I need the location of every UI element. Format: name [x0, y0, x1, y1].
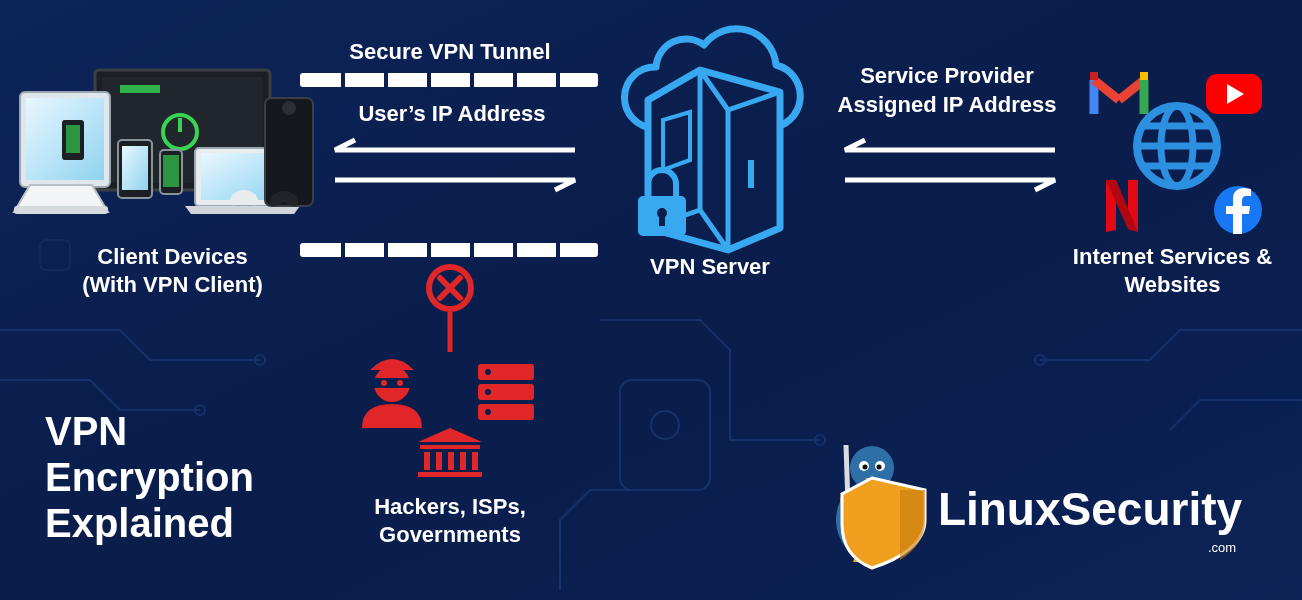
icon-node: VPN Server [575, 20, 845, 282]
icon-node: Hackers, ISPs, Governments [340, 355, 560, 550]
double-arrow-connector [845, 140, 1055, 190]
tunnel-gaps [343, 70, 558, 260]
node-label: VPN Server [600, 253, 820, 282]
arrow-stroke [335, 140, 575, 150]
node-label: Client Devices (With VPN Client) [73, 243, 273, 300]
logo-text: LinuxSecurity [910, 484, 1270, 535]
tunnel-dashes [300, 73, 598, 257]
diagram-title: VPN Encryption Explained [45, 408, 275, 546]
edge-label: Service Provider Assigned IP Address [827, 62, 1067, 119]
circuit-texture [0, 240, 1302, 590]
arrow-stroke [845, 180, 1055, 190]
logo-text: .com [1192, 540, 1252, 557]
client-devices-figure [14, 70, 313, 214]
tunnel-label: Secure VPN Tunnel [320, 38, 580, 67]
blocked-interception-figure [362, 264, 534, 477]
edge-label: User’s IP Address [332, 100, 572, 129]
logo-penguin [836, 445, 925, 568]
internet-services-figure [1090, 72, 1262, 234]
icon-node: Internet Services & Websites [1055, 60, 1290, 300]
node-label: Internet Services & Websites [1073, 243, 1273, 300]
arrow-stroke [335, 180, 575, 190]
arrow-stroke [845, 140, 1055, 150]
vpn-server-figure [624, 29, 800, 250]
node-label: Hackers, ISPs, Governments [363, 493, 538, 550]
double-arrow-connector [335, 140, 575, 190]
icon-node: Client Devices (With VPN Client) [10, 68, 335, 300]
